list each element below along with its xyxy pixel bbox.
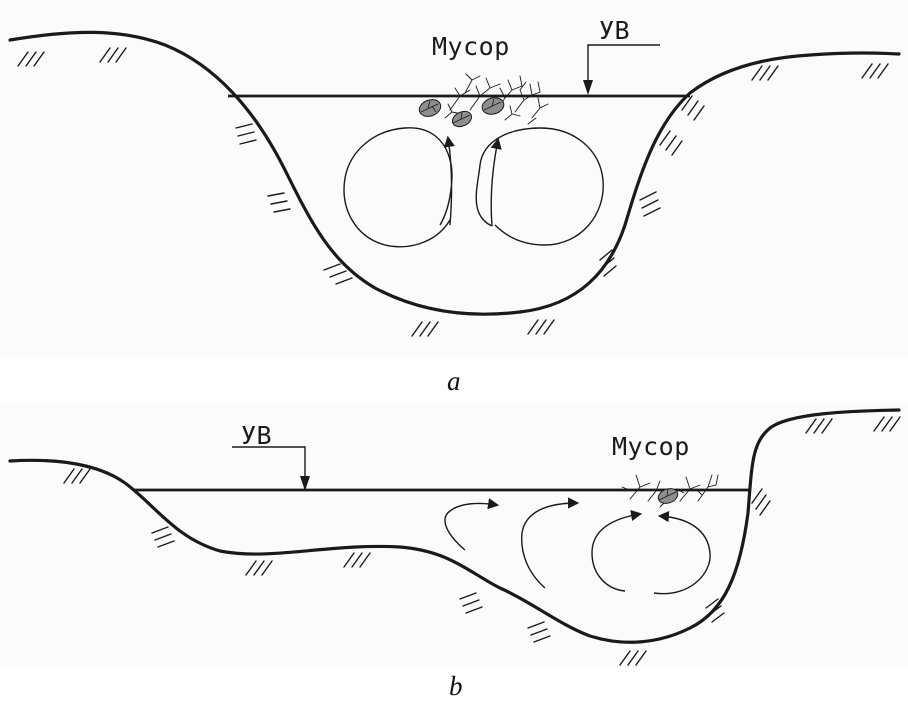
channel-bed-profile	[10, 410, 899, 642]
diagram-panel-b: Мусор УВ	[0, 403, 908, 668]
diagram-panel-a: Мусор УВ	[0, 0, 908, 357]
debris-label: Мусор	[432, 34, 510, 59]
caption-b: b	[449, 673, 463, 700]
water-level-label: УВ	[599, 18, 630, 43]
channel-cross-section-b	[0, 403, 908, 668]
water-level-pointer	[588, 45, 660, 92]
debris-label: Мусор	[612, 434, 690, 459]
soil-hatching	[64, 417, 900, 665]
water-level-arrowhead	[583, 80, 593, 95]
channel-bed-profile	[10, 32, 899, 314]
flow-arrow-1	[445, 503, 497, 550]
soil-hatching	[18, 48, 888, 336]
water-level-label: УВ	[241, 423, 272, 448]
left-circulation-arrow	[344, 128, 452, 247]
water-level-pointer	[232, 447, 305, 487]
flow-arrow-2	[522, 503, 577, 588]
caption-a: a	[447, 368, 461, 395]
flow-arrow-3	[592, 514, 640, 591]
flow-arrow-4	[654, 516, 710, 594]
right-circulation-arrow	[476, 128, 603, 245]
debris-leaves	[417, 95, 506, 129]
